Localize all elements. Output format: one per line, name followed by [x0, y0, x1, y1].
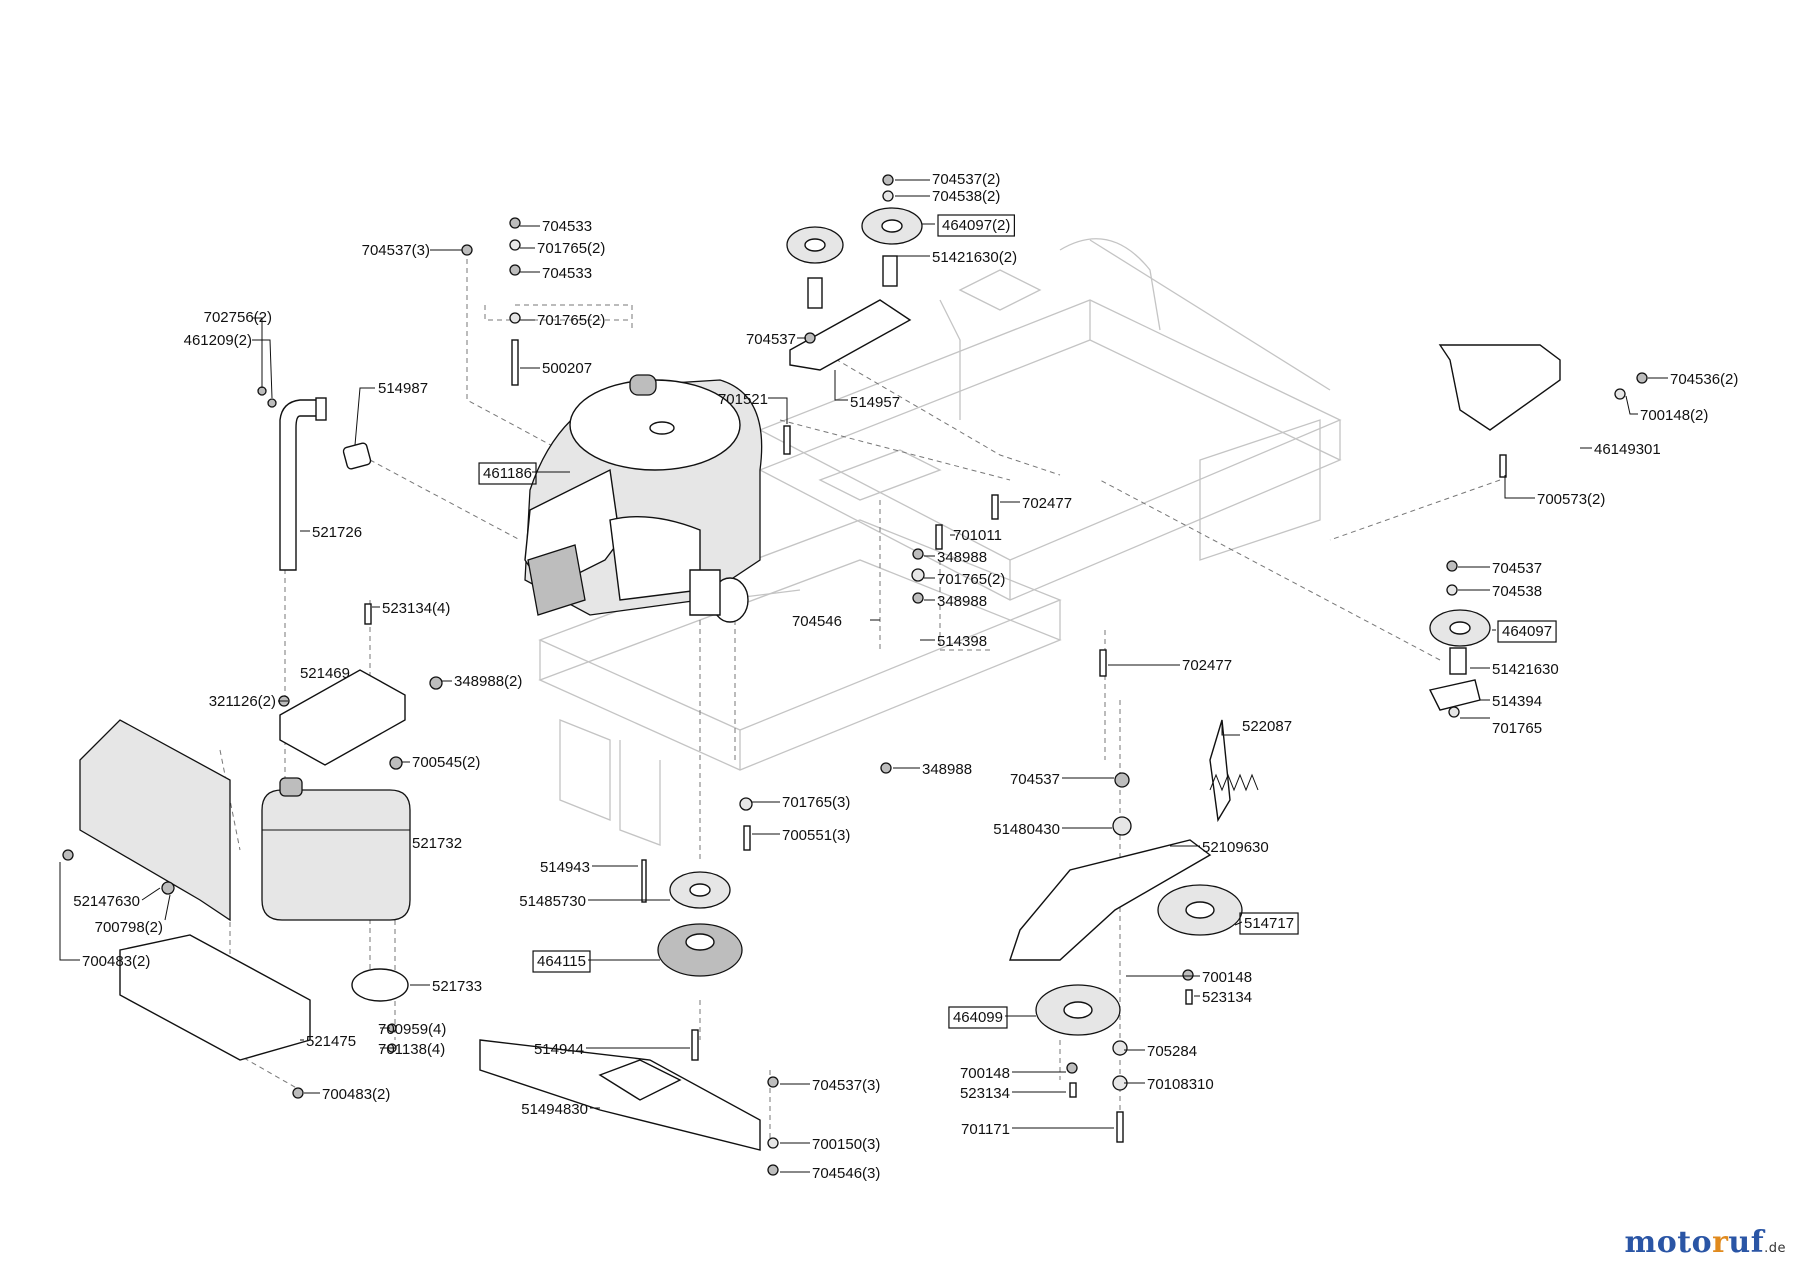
part-label-l60: 464099	[953, 1009, 1003, 1026]
part-label-l65: 705284	[1147, 1043, 1197, 1060]
part-label-box-l56	[532, 950, 591, 973]
hardware	[62, 174, 1648, 1176]
part-label-l70: 51494830	[521, 1101, 588, 1118]
part-label-l57: 700148	[1202, 969, 1252, 986]
part-label-l5: 704533	[542, 218, 592, 235]
part-label-box-l38	[1497, 620, 1557, 643]
part-label-l10: 704537(3)	[362, 242, 430, 259]
part-label-l25: 514398	[937, 633, 987, 650]
part-label-l52: 514717	[1244, 915, 1294, 932]
part-label-l54: 700798(2)	[95, 919, 163, 936]
part-label-l14: 704537	[746, 331, 796, 348]
watermark-part3: uf	[1728, 1225, 1765, 1260]
part-label-box-l17	[478, 462, 537, 485]
part-label-l72: 704546(3)	[812, 1165, 880, 1182]
part-label-l27: 521469	[300, 665, 350, 682]
part-label-l12: 461209(2)	[184, 332, 252, 349]
part-label-l20: 701011	[953, 527, 1002, 544]
part-label-l13: 514987	[378, 380, 428, 397]
part-label-l62: 701138(4)	[378, 1041, 445, 1058]
part-label-l6: 701765(2)	[537, 240, 605, 257]
part-label-l59: 521733	[432, 978, 482, 995]
brackets	[598, 299, 1561, 1101]
part-label-l63: 521475	[306, 1033, 356, 1050]
part-label-l33: 700148(2)	[1640, 407, 1708, 424]
part-label-box-l52	[1239, 912, 1299, 935]
part-label-l3: 464097(2)	[942, 217, 1010, 234]
part-label-box-l60	[948, 1006, 1008, 1029]
part-label-l8: 701765(2)	[537, 312, 605, 329]
part-label-l22: 701765(2)	[937, 571, 1005, 588]
part-label-l40: 514394	[1492, 693, 1542, 710]
part-label-l49: 521732	[412, 835, 462, 852]
part-label-l37: 704538	[1492, 583, 1542, 600]
part-label-l43: 348988	[922, 761, 972, 778]
part-label-l7: 704533	[542, 265, 592, 282]
leader-lines	[59, 179, 1668, 1173]
part-label-l32: 704536(2)	[1670, 371, 1738, 388]
spring	[1209, 773, 1259, 792]
part-label-l30: 700545(2)	[412, 754, 480, 771]
watermark-suffix: .de	[1764, 1241, 1786, 1256]
part-label-l48: 52109630	[1202, 839, 1269, 856]
part-label-l16: 701521	[718, 391, 768, 408]
part-label-l15: 514957	[850, 394, 900, 411]
part-label-l4: 51421630(2)	[932, 249, 1017, 266]
part-label-l42: 522087	[1242, 718, 1292, 735]
part-label-l29: 321126(2)	[209, 693, 276, 710]
muffler	[261, 777, 411, 921]
part-label-l67: 523134	[960, 1085, 1010, 1102]
part-label-l1: 704537(2)	[932, 171, 1000, 188]
part-label-l74: 700483(2)	[322, 1086, 390, 1103]
part-label-l35: 700573(2)	[1537, 491, 1605, 508]
part-label-l66: 700148	[960, 1065, 1010, 1082]
part-label-l44: 704537	[1010, 771, 1060, 788]
part-label-l23: 348988	[937, 593, 987, 610]
part-label-l41: 701765	[1492, 720, 1542, 737]
part-label-l11: 702756(2)	[204, 309, 272, 326]
engine	[524, 374, 763, 623]
part-label-l73: 701171	[961, 1121, 1010, 1138]
watermark-part1: moto	[1624, 1225, 1713, 1260]
part-label-l61: 700959(4)	[378, 1021, 446, 1038]
part-label-l51: 51485730	[519, 893, 586, 910]
heat-shield	[79, 719, 311, 1061]
part-label-l9: 500207	[542, 360, 592, 377]
part-label-l21: 348988	[937, 549, 987, 566]
part-label-l56: 464115	[537, 953, 586, 970]
part-label-l69: 704537(3)	[812, 1077, 880, 1094]
part-label-l71: 700150(3)	[812, 1136, 880, 1153]
part-label-l46: 700551(3)	[782, 827, 850, 844]
part-label-l64: 514944	[534, 1041, 584, 1058]
part-label-l39: 51421630	[1492, 661, 1559, 678]
part-label-l2: 704538(2)	[932, 188, 1000, 205]
part-label-l26: 523134(4)	[382, 600, 450, 617]
part-label-l36: 704537	[1492, 560, 1542, 577]
part-label-l18: 521726	[312, 524, 362, 541]
part-label-l58: 523134	[1202, 989, 1252, 1006]
part-label-l31: 702477	[1182, 657, 1232, 674]
part-label-l34: 46149301	[1594, 441, 1661, 458]
muffler-bracket	[279, 669, 761, 1151]
part-label-l68: 70108310	[1147, 1076, 1214, 1093]
exhaust-pipe	[279, 397, 372, 571]
watermark-part2: r	[1712, 1225, 1729, 1260]
part-labels: 704537(2)704538(2) 464097(2) 51421630(2) 70…	[73, 171, 1738, 1182]
part-label-box-l3	[937, 214, 1015, 237]
part-label-l55: 700483(2)	[82, 953, 150, 970]
part-label-l28: 348988(2)	[454, 673, 522, 690]
part-label-l50: 514943	[540, 859, 590, 876]
part-label-l47: 51480430	[993, 821, 1060, 838]
part-label-l24: 704546	[792, 613, 842, 630]
part-label-l19: 702477	[1022, 495, 1072, 512]
part-label-l53: 52147630	[73, 893, 140, 910]
watermark-logo: motoruf.de	[1624, 1225, 1786, 1260]
pulleys	[657, 207, 1491, 1036]
part-label-l45: 701765(3)	[782, 794, 850, 811]
part-label-l17: 461186	[483, 465, 532, 482]
part-label-l38: 464097	[1502, 623, 1552, 640]
